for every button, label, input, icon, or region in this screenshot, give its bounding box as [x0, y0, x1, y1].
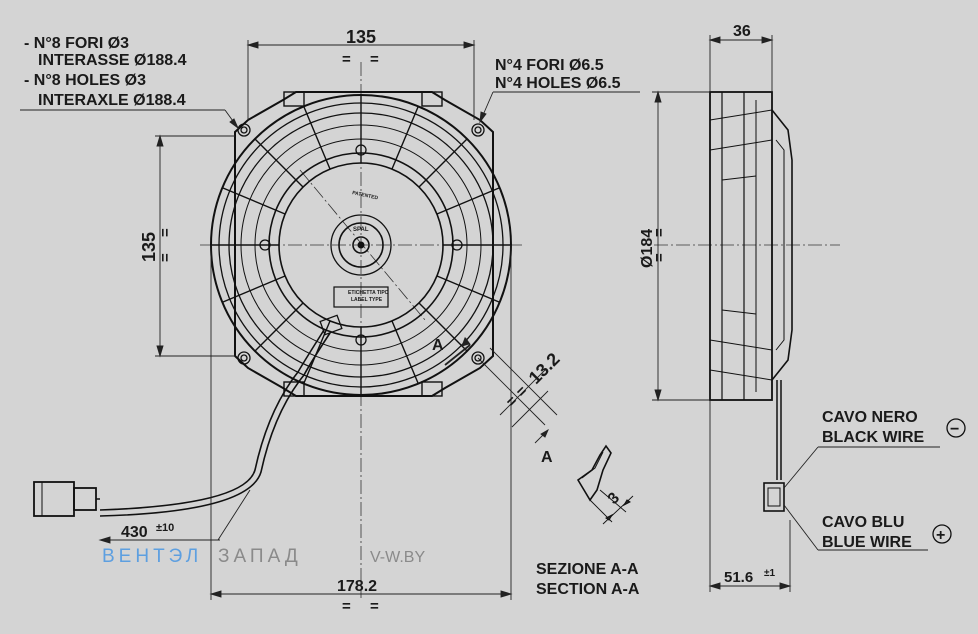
section-title-it: SEZIONE A-A [536, 561, 639, 578]
dim-cable-tol: ±10 [156, 522, 174, 534]
eq-mark-bottom: = [342, 598, 351, 615]
dim-depth-51-6: 51.6 [724, 569, 753, 586]
watermark-part1: ВЕНТЭЛ [102, 546, 202, 567]
dim-left-135: 135 [139, 232, 159, 262]
minus-symbol: − [946, 418, 966, 438]
dim-depth-36: 36 [733, 23, 751, 40]
connector [33, 481, 100, 517]
plus-sign: + [936, 527, 945, 544]
patented-text: PATENTED [352, 190, 379, 201]
eq-mark-side-2: = [651, 253, 668, 262]
eq-mark-left: = [157, 228, 174, 237]
dim-depth-tol: ±1 [764, 568, 775, 579]
dim-top-135: 135 [346, 27, 376, 47]
section-mark-a-top: A [432, 337, 444, 354]
dimension-lines [20, 40, 640, 600]
eq-mark-top: = [342, 51, 351, 68]
dim-section-3: 3 [605, 489, 623, 507]
side-dimension-lines [652, 35, 940, 592]
blue-wire-en: BLUE WIRE [822, 534, 912, 551]
watermark-part2: ЗАПАД [218, 546, 302, 567]
note-4-holes-it: N°4 FORI Ø6.5 [495, 57, 604, 74]
section-title-en: SECTION A-A [536, 581, 640, 598]
note-4-holes-en: N°4 HOLES Ø6.5 [495, 75, 621, 92]
note-8-holes-interaxle: INTERAXLE Ø188.4 [38, 92, 186, 109]
eq-mark-bottom-2: = [370, 598, 379, 615]
section-mark-a-bottom: A [541, 449, 553, 466]
note-8-holes-it: - N°8 FORI Ø3 [24, 35, 129, 52]
eq-mark-slot-2: = [513, 382, 531, 400]
black-wire-it: CAVO NERO [822, 409, 918, 426]
label-type-en: LABEL TYPE [351, 297, 383, 303]
eq-mark-left-2: = [157, 253, 174, 262]
blue-wire-it: CAVO BLU [822, 514, 904, 531]
watermark-site: V-W.BY [370, 549, 425, 566]
note-8-holes-en: - N°8 HOLES Ø3 [24, 72, 146, 89]
dim-slot-13-2: 13.2 [525, 349, 564, 388]
black-wire-en: BLACK WIRE [822, 429, 925, 446]
note-8-holes-interasse: INTERASSE Ø188.4 [38, 52, 187, 69]
plus-symbol: + [932, 524, 952, 544]
dim-bottom-178: 178.2 [337, 578, 377, 595]
minus-sign: − [950, 421, 959, 438]
eq-mark-side: = [651, 228, 668, 237]
fan-front-view [99, 91, 512, 517]
eq-mark-top-2: = [370, 51, 379, 68]
label-type-it: ETICHETTA TIPO [348, 290, 389, 296]
section-a-a-profile [576, 444, 634, 525]
fan-side-view [709, 91, 793, 512]
dim-dia-184: Ø184 [639, 229, 656, 268]
brand-logo: SPAL [353, 227, 369, 233]
dim-cable-430: 430 [121, 524, 148, 541]
